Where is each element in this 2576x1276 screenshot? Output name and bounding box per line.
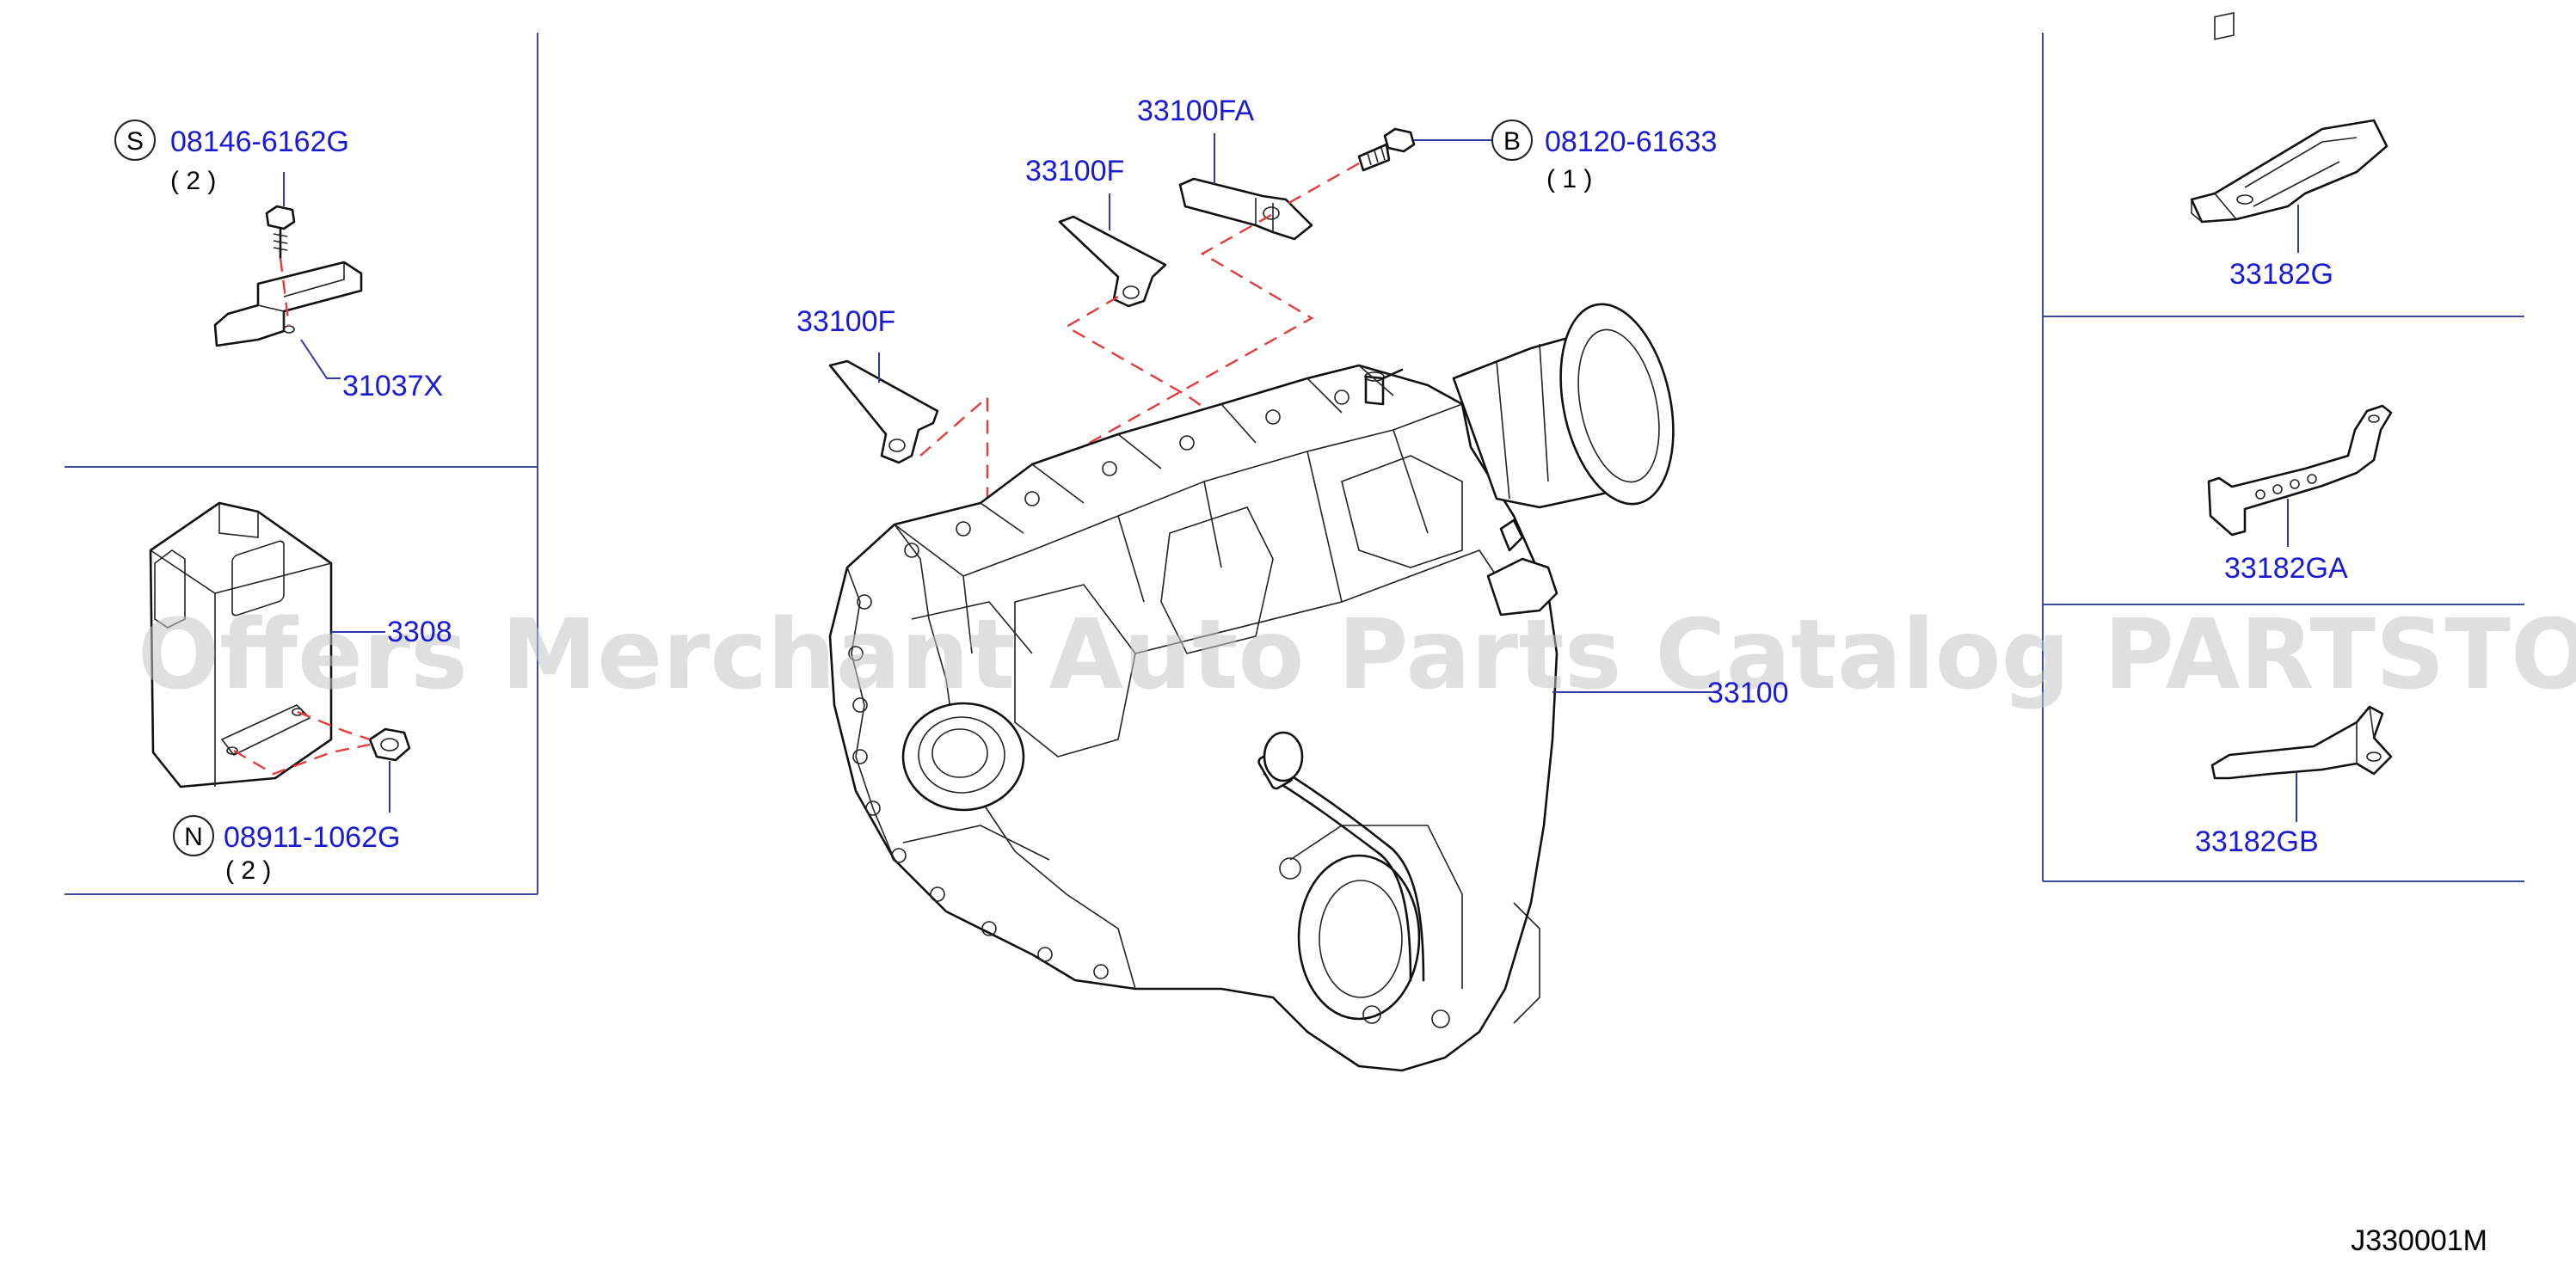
watermark: Offers Merchant Auto Parts Catalog PARTS…: [138, 599, 2576, 711]
bracket-33182gb-icon: [2210, 705, 2393, 780]
part-label-33182g[interactable]: 33182G: [2229, 258, 2333, 291]
dashed-link-bolt-fa: [1285, 162, 1360, 206]
dashed-link-bracket-fa: [1066, 213, 1314, 457]
part-qty-08120-61633: ( 1 ): [1546, 165, 1592, 193]
bracket-33100f-b-icon: [1058, 215, 1167, 308]
bracket-33182g-icon: [2190, 119, 2388, 224]
dashed-link-bracket-f-b: [1064, 295, 1261, 448]
bracket-33100fa-icon: [1178, 177, 1313, 241]
part-label-31037x[interactable]: 31037X: [342, 370, 443, 402]
part-qty-08911-1062g: ( 2 ): [225, 856, 271, 885]
part-label-33100f-a[interactable]: 33100F: [796, 305, 895, 338]
dashed-link-bolt-sensor: [279, 257, 291, 328]
bracket-33182ga-icon: [2207, 12, 2393, 537]
part-label-33100fa[interactable]: 33100FA: [1137, 95, 1254, 127]
part-label-33182gb[interactable]: 33182GB: [2195, 825, 2319, 858]
part-label-33182ga[interactable]: 33182GA: [2224, 552, 2348, 585]
transfer-case-33100-icon: [828, 303, 1675, 1072]
control-unit-3308-icon: [149, 501, 333, 788]
leader-31037x: [300, 339, 341, 379]
symbol-b-text: B: [1503, 127, 1521, 156]
part-label-33100[interactable]: 33100: [1707, 677, 1789, 709]
diagram-code: J330001M: [2351, 1224, 2487, 1257]
symbol-n-text: N: [184, 823, 203, 851]
frame-lines: [65, 33, 2524, 895]
dashed-link-unit-nut-2: [297, 710, 371, 741]
bolt-08146-icon: [265, 205, 296, 260]
bolt-08120-icon: [1357, 127, 1416, 172]
part-label-33100f-b[interactable]: 33100F: [1025, 155, 1124, 187]
bracket-33100f-a-icon: [828, 359, 939, 464]
symbol-s-marker: S: [114, 120, 156, 161]
dashed-link-unit-nut: [233, 743, 371, 776]
part-label-08146-6162g[interactable]: 08146-6162G: [170, 126, 349, 158]
part-qty-08146-6162g: ( 2 ): [170, 167, 216, 195]
part-label-3308[interactable]: 3308: [387, 616, 452, 648]
symbol-s-text: S: [126, 127, 144, 156]
part-label-08120-61633[interactable]: 08120-61633: [1545, 126, 1717, 158]
part-label-08911-1062g[interactable]: 08911-1062G: [224, 821, 400, 854]
sensor-31037x-icon: [213, 261, 363, 347]
nut-08911-icon: [368, 727, 411, 762]
symbol-b-marker: B: [1491, 120, 1533, 161]
symbol-n-marker: N: [173, 815, 214, 856]
